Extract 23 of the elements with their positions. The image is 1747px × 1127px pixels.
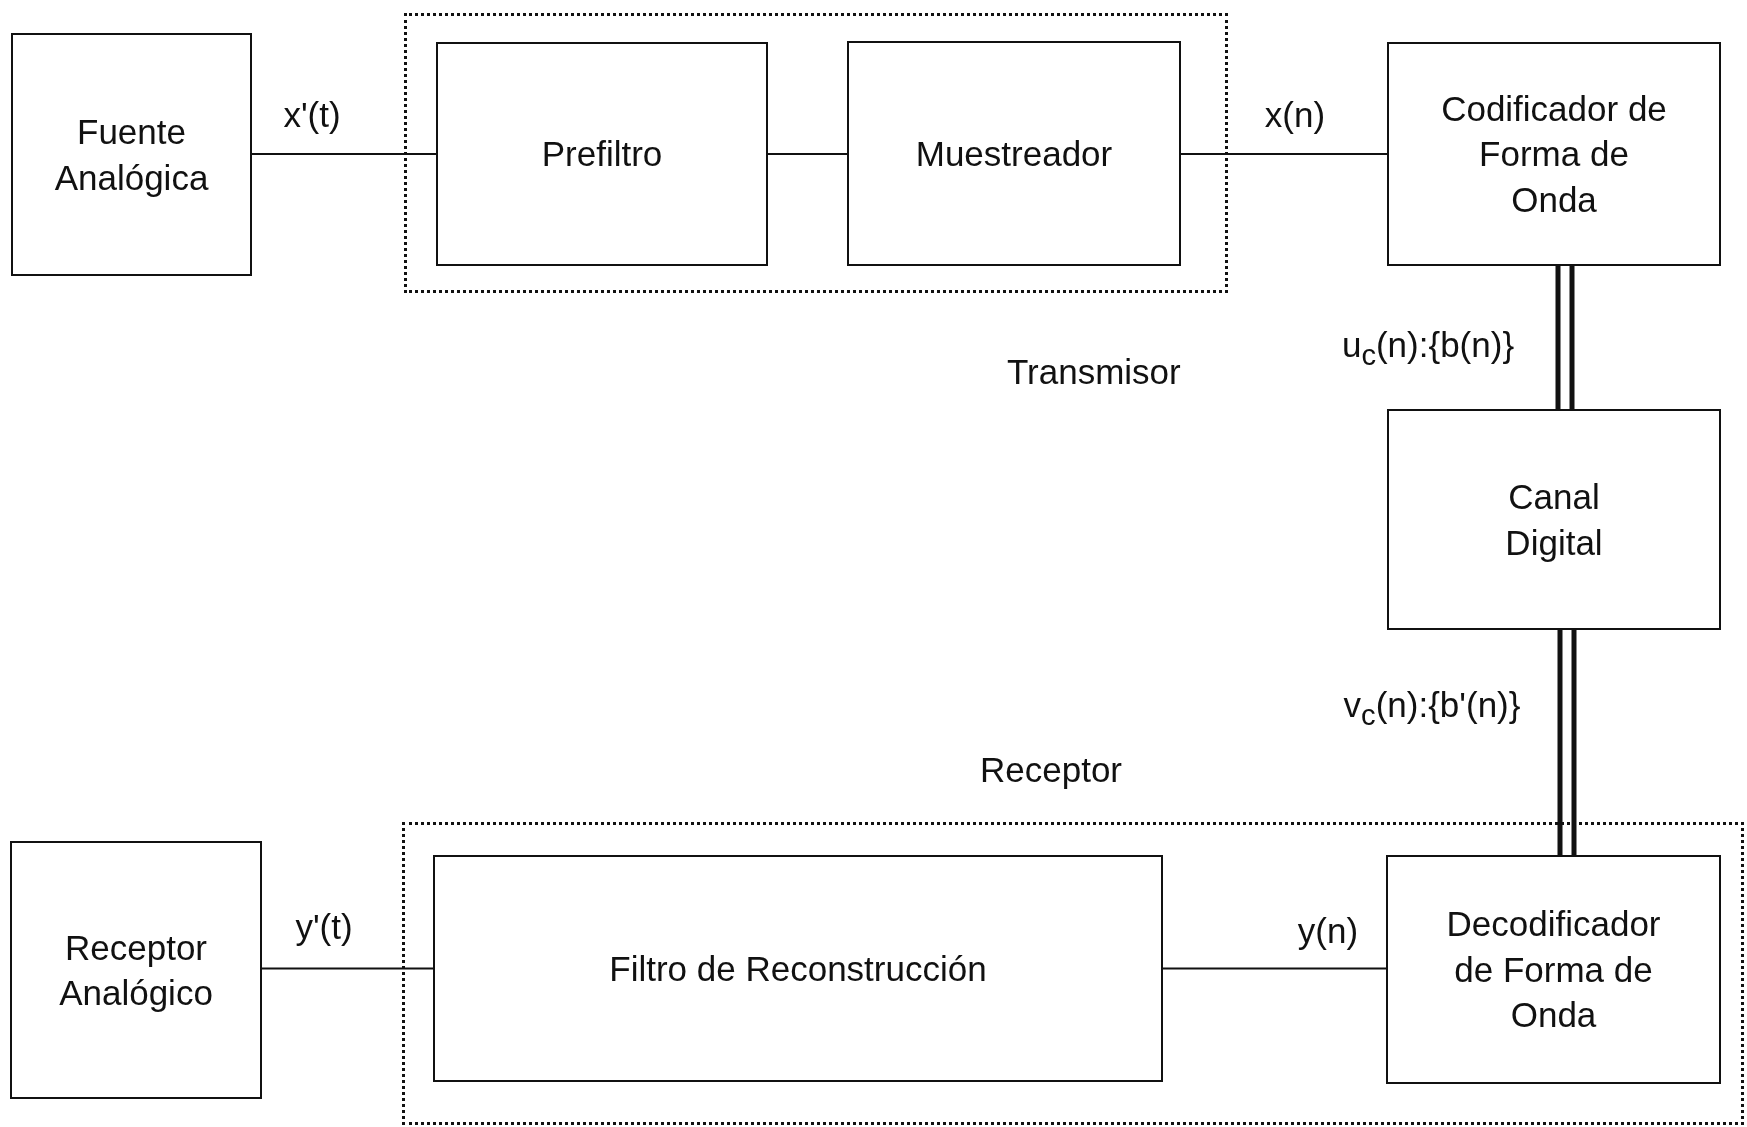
process-box bbox=[1387, 409, 1721, 630]
group-heading: Receptor bbox=[980, 750, 1123, 790]
block-label: Decodificador de Forma de Onda bbox=[1445, 903, 1662, 1037]
process-box bbox=[436, 42, 768, 266]
process-box bbox=[11, 33, 252, 276]
connector-line bbox=[251, 153, 437, 155]
process-box bbox=[433, 855, 1163, 1082]
block-label: Canal Digital bbox=[1504, 476, 1604, 564]
connector-line bbox=[1180, 153, 1388, 155]
process-box bbox=[1386, 855, 1721, 1084]
process-box bbox=[10, 841, 262, 1099]
block-label: Prefiltro bbox=[540, 133, 664, 176]
block-label: Muestreador bbox=[914, 132, 1114, 175]
block-label: Codificador de Forma de Onda bbox=[1440, 87, 1668, 221]
block-label: Filtro de Reconstrucción bbox=[608, 947, 988, 990]
process-box bbox=[1387, 42, 1721, 266]
connector-line bbox=[1162, 967, 1387, 970]
connector-line bbox=[261, 967, 434, 970]
process-box bbox=[847, 41, 1181, 266]
group-heading: Transmisor bbox=[1007, 352, 1181, 392]
block-label: Receptor Analógico bbox=[58, 926, 214, 1014]
block-label: Fuente Analógica bbox=[53, 111, 210, 199]
connector-line bbox=[767, 153, 848, 155]
